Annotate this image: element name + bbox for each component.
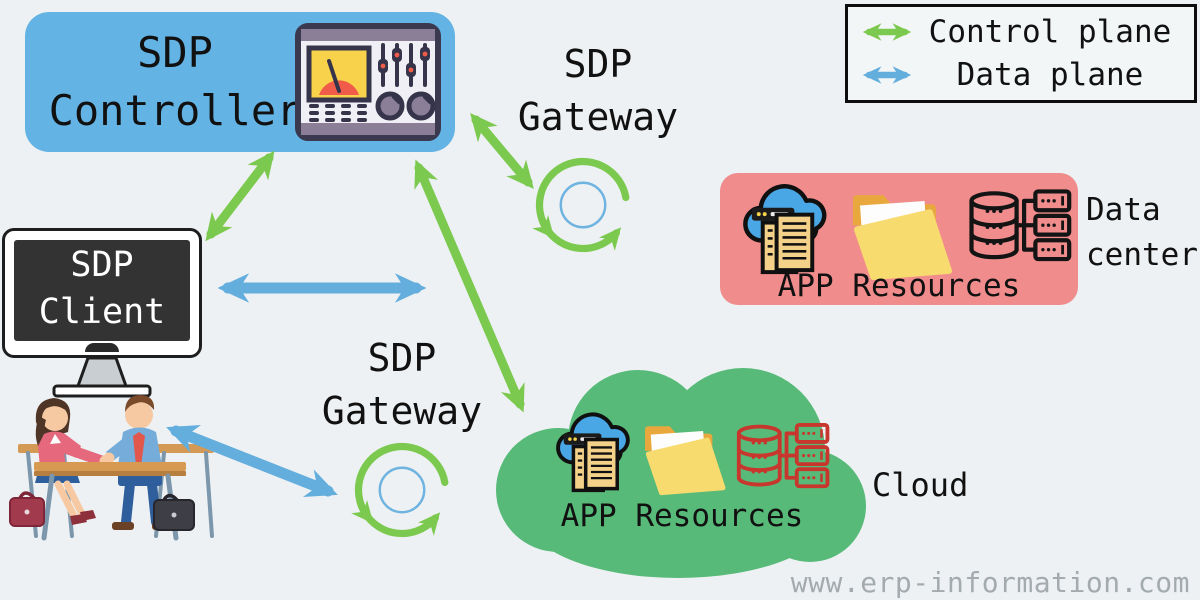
control-plane-arrow-icon: [862, 23, 912, 41]
database-servers-icon: [736, 422, 830, 489]
monitor-notch: [85, 343, 119, 352]
data-center-caption: Data center: [1086, 192, 1198, 273]
woman-figure: [35, 398, 111, 525]
sync-cycle-icon: [532, 157, 630, 253]
briefcase-left: [9, 491, 45, 527]
people-meeting-icon: [9, 395, 214, 541]
sdp-client-node: SDP Client: [2, 228, 202, 400]
sdp-gateway-top-label: SDP Gateway: [517, 42, 679, 139]
sdp-gateway-bottom-label: SDP Gateway: [321, 336, 483, 433]
monitor-icon: SDP Client: [2, 228, 202, 358]
legend-label-data-plane: Data plane: [956, 56, 1144, 93]
sdp-client-label: SDP Client: [14, 240, 190, 341]
legend-row-control-plane: Control plane: [858, 14, 1184, 50]
data-plane-arrow-icon: [862, 66, 912, 84]
legend-row-data-plane: Data plane: [858, 57, 1184, 93]
watermark: www.erp-information.com: [790, 566, 1190, 599]
legend: Control plane Data plane: [845, 4, 1197, 103]
cloud-docs-icon: [556, 412, 630, 493]
cloud-caption: Cloud: [872, 466, 969, 504]
control-panel-icon: [295, 23, 441, 141]
legend-label-control-plane: Control plane: [928, 14, 1172, 51]
sdp-controller-label: SDP Controller: [48, 28, 302, 135]
cloud-node: APP Resources: [488, 358, 868, 582]
briefcase-right: [153, 493, 195, 531]
folder-icon: [645, 426, 726, 496]
folder-icon: [853, 195, 953, 280]
data-center-node: APP Resources: [720, 173, 1078, 305]
cloud-resources-label: APP Resources: [560, 498, 804, 534]
sync-cycle-icon: [351, 442, 449, 538]
cloud-docs-icon: [743, 184, 827, 275]
database-servers-icon: [969, 189, 1072, 262]
data-center-resources-label: APP Resources: [777, 268, 1021, 304]
sdp-controller-node: SDP Controller: [25, 12, 455, 152]
monitor-stand: [52, 358, 152, 398]
